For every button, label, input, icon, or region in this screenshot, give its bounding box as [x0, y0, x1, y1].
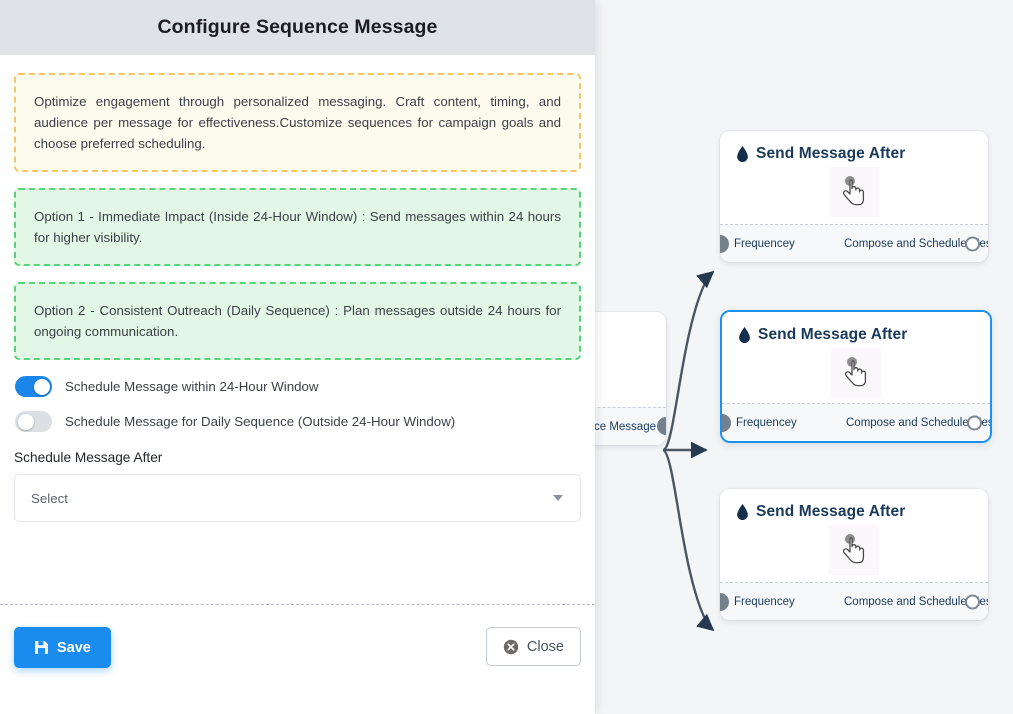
node-compose-label: Compose and Schedule Message	[844, 237, 988, 250]
save-button[interactable]: Save	[14, 627, 111, 668]
node-footer: Frequencey Compose and Schedule Message	[720, 582, 988, 620]
flow-node-middle[interactable]: Send Message After Frequencey Compose an…	[720, 310, 992, 443]
modal-footer: Save Close	[0, 604, 595, 714]
toggle-schedule-within-24h[interactable]	[15, 376, 52, 397]
save-button-label: Save	[57, 639, 91, 656]
toggle-knob	[33, 378, 50, 395]
floppy-disk-icon	[35, 641, 48, 654]
node-title-text: Send Message After	[758, 326, 908, 343]
hand-pointer-icon	[843, 534, 865, 564]
node-center	[720, 167, 988, 217]
node-title-text: Send Message After	[756, 145, 906, 162]
chevron-down-icon	[553, 495, 563, 501]
node-body: Send Message After	[722, 312, 990, 403]
node-output-handle[interactable]	[967, 415, 982, 430]
node-input-handle[interactable]	[720, 592, 729, 611]
flow-node-top[interactable]: Send Message After Frequencey Compose an…	[720, 131, 988, 262]
node-title-row: Send Message After	[738, 326, 974, 344]
toggle-label-daily-sequence: Schedule Message for Daily Sequence (Out…	[65, 414, 456, 429]
info-callout-description: Optimize engagement through personalized…	[14, 73, 581, 172]
node-center	[722, 348, 990, 398]
node-compose-label: Compose and Schedule Message	[846, 416, 990, 429]
node-input-handle[interactable]	[722, 413, 731, 432]
node-source-output-handle[interactable]	[657, 417, 666, 435]
select-value: Select	[31, 490, 68, 506]
node-frequency-label: Frequencey	[736, 416, 797, 429]
node-title-text: Send Message After	[756, 503, 906, 520]
configure-sequence-message-modal: Configure Sequence Message Optimize enga…	[0, 0, 595, 714]
toggle-row-within-24h: Schedule Message within 24-Hour Window	[14, 376, 581, 397]
node-center	[720, 525, 988, 575]
node-footer-compose-label: ce Message	[593, 420, 656, 433]
cancel-button[interactable]: Close	[485, 627, 581, 666]
toggle-label-within-24h: Schedule Message within 24-Hour Window	[65, 379, 319, 394]
node-body: Send Message After	[720, 131, 988, 224]
node-compose-label: Compose and Schedule Message	[844, 595, 988, 608]
schedule-message-after-label: Schedule Message After	[14, 450, 163, 465]
hand-pointer-icon	[843, 176, 865, 206]
node-footer: Frequencey Compose and Schedule Message	[720, 224, 988, 262]
flow-node-bottom[interactable]: Send Message After Frequencey Compose an…	[720, 489, 988, 620]
node-output-handle[interactable]	[965, 594, 980, 609]
close-circle-icon	[503, 639, 519, 654]
toggle-row-daily-sequence: Schedule Message for Daily Sequence (Out…	[14, 411, 581, 432]
toggle-knob	[17, 413, 34, 430]
info-callout-option-2-text: Option 2 - Consistent Outreach (Daily Se…	[34, 303, 561, 339]
info-callout-option-1-text: Option 1 - Immediate Impact (Inside 24-H…	[34, 209, 561, 245]
toggle-group: Schedule Message within 24-Hour Window S…	[14, 376, 581, 432]
node-footer: Frequencey Compose and Schedule Message	[722, 403, 990, 441]
water-drop-icon	[739, 327, 750, 343]
page-title: Configure Sequence Message	[157, 16, 438, 38]
node-input-handle[interactable]	[720, 234, 729, 253]
cancel-button-label: Close	[526, 638, 564, 655]
hand-pointer-box[interactable]	[831, 348, 881, 398]
hand-pointer-box[interactable]	[829, 167, 879, 217]
water-drop-icon	[737, 504, 748, 520]
modal-body: Optimize engagement through personalized…	[0, 55, 595, 604]
info-callout-option-2: Option 2 - Consistent Outreach (Daily Se…	[14, 282, 581, 360]
schedule-message-after-select[interactable]: Select	[14, 474, 581, 522]
info-callout-description-text: Optimize engagement through personalized…	[34, 94, 561, 151]
info-callout-option-1: Option 1 - Immediate Impact (Inside 24-H…	[14, 188, 581, 266]
node-title-row: Send Message After	[736, 145, 972, 163]
schedule-message-after-group: Schedule Message After Select	[14, 450, 581, 522]
hand-pointer-icon	[845, 357, 867, 387]
modal-header: Configure Sequence Message	[0, 0, 595, 55]
toggle-schedule-daily-sequence[interactable]	[15, 411, 52, 432]
water-drop-icon	[737, 146, 748, 162]
node-output-handle[interactable]	[965, 236, 980, 251]
hand-pointer-box[interactable]	[829, 525, 879, 575]
node-body: Send Message After	[720, 489, 988, 582]
node-frequency-label: Frequencey	[734, 595, 795, 608]
node-title-row: Send Message After	[736, 503, 972, 521]
node-frequency-label: Frequencey	[734, 237, 795, 250]
